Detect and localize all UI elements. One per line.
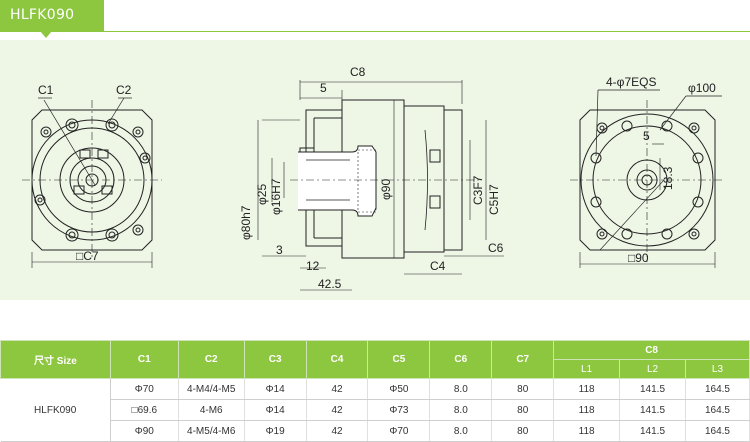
table-cell: 164.5 xyxy=(685,378,750,400)
model-tag: HLFK090 xyxy=(0,0,104,31)
table-cell: 141.5 xyxy=(619,378,686,400)
label-18-3: 18.3 xyxy=(661,166,675,190)
header-c1: C1 xyxy=(109,340,179,379)
header-c2: C2 xyxy=(177,340,245,379)
left-flange-outline xyxy=(31,109,153,251)
table-cell: 8.0 xyxy=(429,378,493,400)
label-42-5: 42.5 xyxy=(318,277,342,291)
label-c6: C6 xyxy=(488,241,504,255)
table-cell: Φ14 xyxy=(244,399,307,421)
header-c5: C5 xyxy=(367,340,431,379)
table-cell: □69.6 xyxy=(110,399,179,421)
label-c5h7: C5H7 xyxy=(487,184,501,215)
table-cell: Φ90 xyxy=(110,420,179,442)
table-cell: 4-M4/4-M5 xyxy=(178,378,245,400)
table-cell: 8.0 xyxy=(429,399,493,421)
header-c6: C6 xyxy=(429,340,493,379)
label-right-5: 5 xyxy=(643,129,650,143)
table-cell: Φ14 xyxy=(244,378,307,400)
table-cell: 80 xyxy=(491,378,555,400)
side-view xyxy=(257,80,504,291)
table-row: Φ90 4-M5/4-M6 Φ19 42 Φ70 8.0 80 118 141.… xyxy=(1,420,750,442)
header-l2: L2 xyxy=(619,359,686,379)
table-cell: 8.0 xyxy=(429,420,493,442)
label-phi90: φ90 xyxy=(379,179,393,200)
label-side-5: 5 xyxy=(320,81,327,95)
model-cell: HLFK090 xyxy=(0,378,111,442)
header-c8: C8 xyxy=(553,340,750,360)
label-3: 3 xyxy=(276,243,283,257)
spec-table-wrap: 尺寸 Size C1 C2 C3 C4 C5 C6 C7 C8 L1 L2 L3… xyxy=(0,340,750,442)
header-c3: C3 xyxy=(243,340,307,379)
table-cell: 141.5 xyxy=(619,420,686,442)
table-cell: 164.5 xyxy=(685,420,750,442)
table-cell: Φ73 xyxy=(367,399,431,421)
model-tag-pointer xyxy=(40,31,52,38)
header-divider xyxy=(0,31,750,32)
header-c4: C4 xyxy=(305,340,369,379)
label-c8: C8 xyxy=(350,65,366,79)
table-cell: Φ70 xyxy=(367,420,431,442)
header-l3: L3 xyxy=(684,359,750,379)
table-row: HLFK090 Φ70 4-M4/4-M5 Φ14 42 Φ50 8.0 80 … xyxy=(0,378,750,442)
label-phi100: φ100 xyxy=(688,81,716,95)
table-cell: 118 xyxy=(553,420,621,442)
right-view xyxy=(570,89,725,268)
label-phi16h7: φ16H7 xyxy=(269,178,283,215)
header-size: 尺寸 Size xyxy=(0,340,111,379)
table-cell: Φ19 xyxy=(244,420,307,442)
table-cell: 80 xyxy=(491,399,555,421)
model-tag-label: HLFK090 xyxy=(10,7,75,23)
label-sq90: □90 xyxy=(628,251,649,265)
header-c7: C7 xyxy=(491,340,555,379)
right-flange-outline xyxy=(579,109,716,251)
spec-table: 尺寸 Size C1 C2 C3 C4 C5 C6 C7 C8 L1 L2 L3… xyxy=(0,340,750,442)
table-cell: 42 xyxy=(306,378,369,400)
header-l1: L1 xyxy=(553,359,621,379)
table-cell: Φ50 xyxy=(367,378,431,400)
left-view xyxy=(22,97,162,268)
table-cell: 42 xyxy=(306,420,369,442)
table-row: □69.6 4-M6 Φ14 42 Φ73 8.0 80 118 141.5 1… xyxy=(1,399,750,421)
label-12: 12 xyxy=(306,259,320,273)
label-c4: C4 xyxy=(430,259,446,273)
table-cell: 80 xyxy=(491,420,555,442)
label-holes: 4-φ7EQS xyxy=(606,75,656,89)
label-phi80h7: φ80h7 xyxy=(239,205,253,240)
table-cell: 164.5 xyxy=(685,399,750,421)
table-cell: Φ70 xyxy=(110,378,179,400)
label-c1: C1 xyxy=(38,83,54,97)
table-cell: 118 xyxy=(553,378,621,400)
table-cell: 4-M6 xyxy=(178,399,245,421)
table-cell: 4-M5/4-M6 xyxy=(178,420,245,442)
label-phi25: φ25 xyxy=(255,184,269,205)
table-cell: 118 xyxy=(553,399,621,421)
label-c2: C2 xyxy=(116,83,132,97)
technical-drawing: C1 C2 □C7 C8 5 φ80h7 φ25 φ16H7 φ90 C3F7 … xyxy=(0,40,750,300)
table-cell: 42 xyxy=(306,399,369,421)
label-c3f7: C3F7 xyxy=(471,175,485,205)
label-c7: □C7 xyxy=(76,249,99,263)
table-cell: 141.5 xyxy=(619,399,686,421)
drawing-svg: C1 C2 □C7 C8 5 φ80h7 φ25 φ16H7 φ90 C3F7 … xyxy=(22,65,725,291)
